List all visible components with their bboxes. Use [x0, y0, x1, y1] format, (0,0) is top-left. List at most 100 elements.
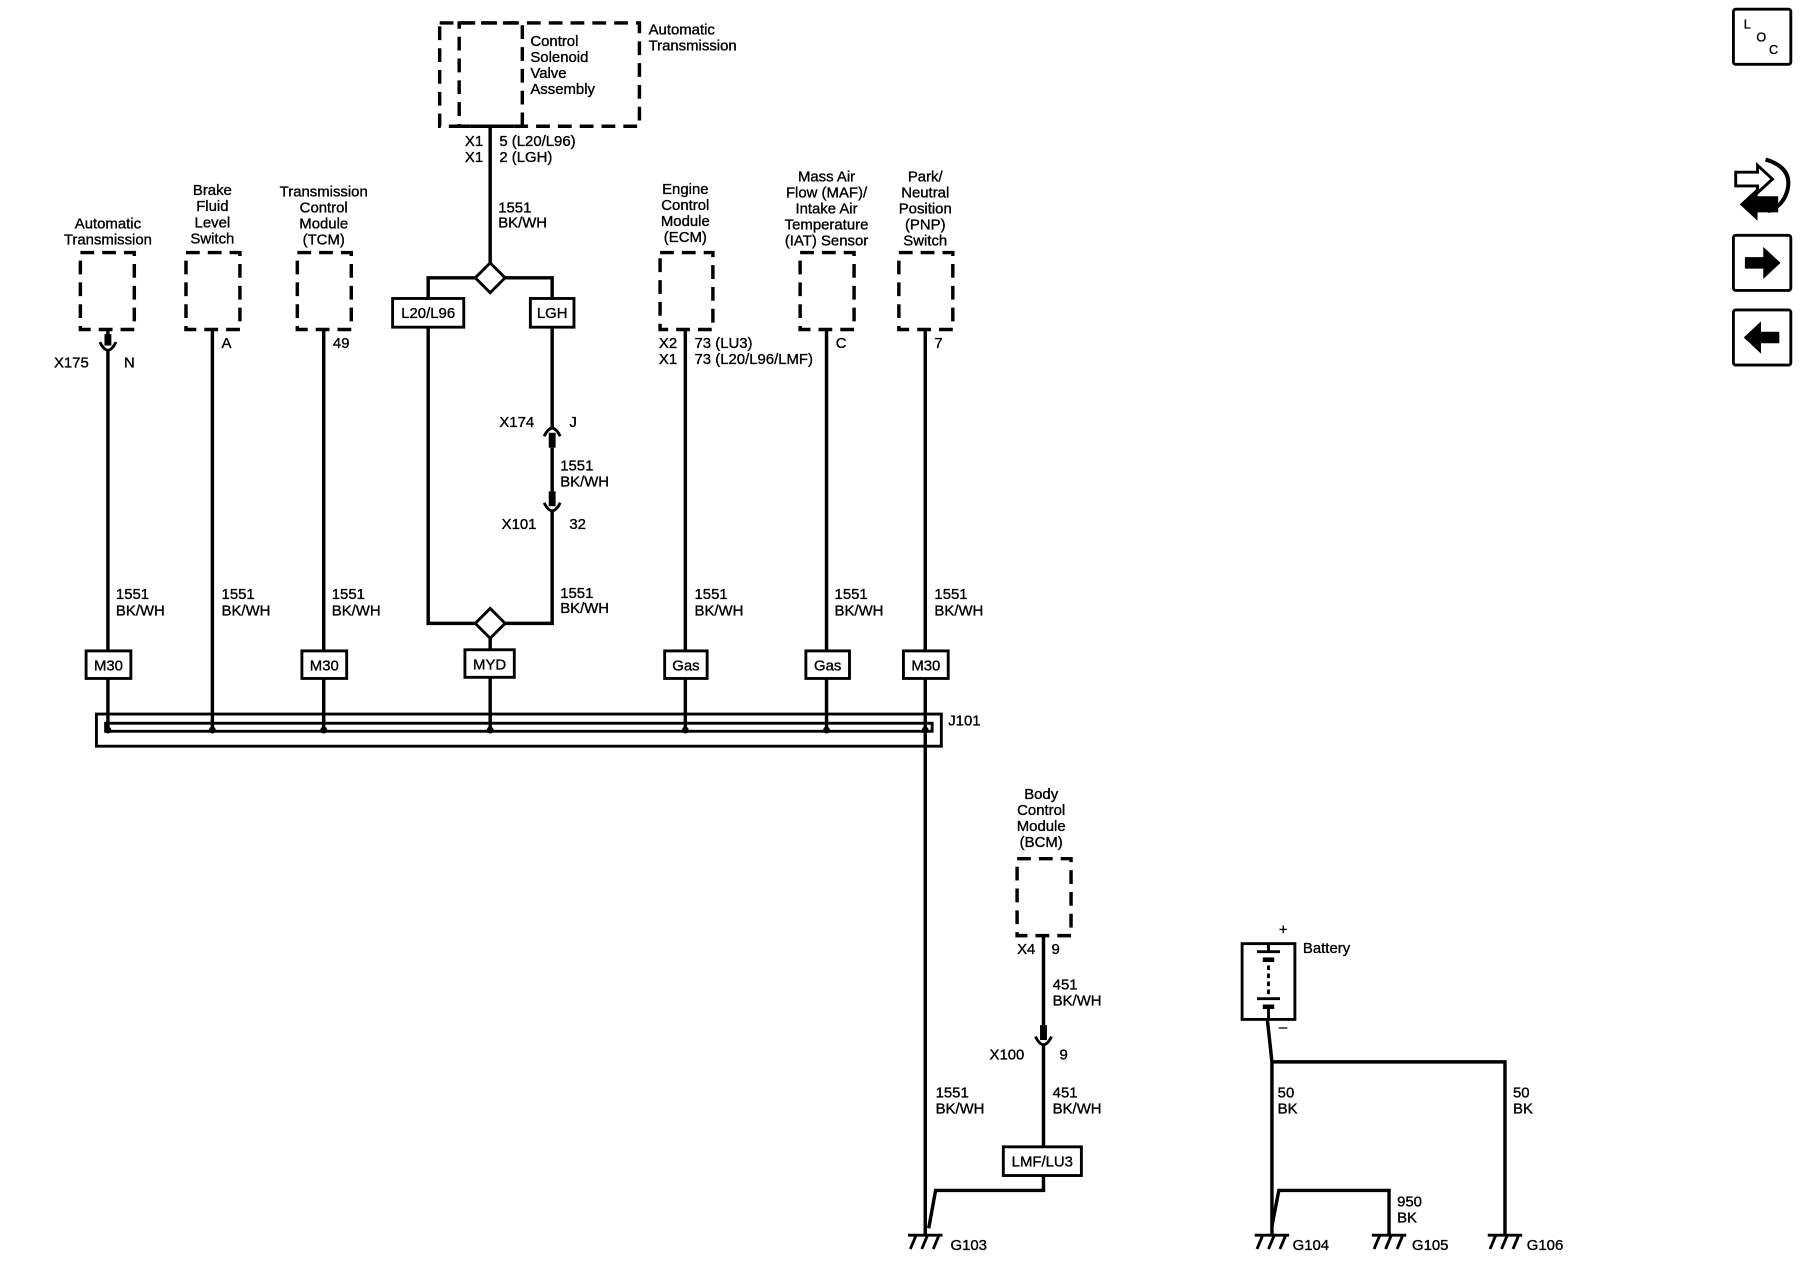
wire-brake-circuit: 1551: [222, 586, 255, 603]
option-label-l20-l96: L20/L96: [401, 305, 455, 322]
option-label-tcm: M30: [310, 657, 339, 674]
ecm-name-line-2: Control: [661, 197, 709, 214]
tcm-name-line-3: Module: [299, 215, 348, 232]
j101-label: J101: [948, 713, 980, 730]
j101-node-maf: [823, 726, 830, 734]
service-info-icon[interactable]: [1734, 157, 1791, 221]
bcm-component: Body Control Module (BCM) X4 9: [1015, 786, 1073, 958]
wire-splice-left: [426, 276, 476, 299]
location-button[interactable]: L O C: [1731, 7, 1793, 66]
wire-battery-g104-color: BK: [1278, 1101, 1298, 1118]
automatic-transmission-outline: [437, 21, 642, 128]
ground-label-g104: G104: [1293, 1237, 1329, 1254]
auto-trans-name-line-1: Automatic: [75, 215, 142, 232]
option-box-myd: [463, 648, 516, 679]
ecm-connector-2: X1: [659, 351, 677, 368]
wire-battery-g106-color: BK: [1513, 1101, 1533, 1118]
ground-g104: [1254, 1233, 1290, 1250]
bcm-name-line-3: Module: [1017, 818, 1066, 835]
wire-battery-to-g106: [1271, 1060, 1507, 1236]
maf-iat-sensor-component: Mass Air Flow (MAF)/ Intake Air Temperat…: [785, 168, 869, 352]
pnp-name-line-1: Park/: [908, 168, 944, 185]
maf-name-line-1: Mass Air: [798, 168, 855, 185]
wire-lgh-lower-circuit: 1551: [560, 585, 593, 602]
tcm-name-line-2: Control: [300, 199, 348, 216]
wire-lgh-lower: [505, 510, 554, 626]
maf-name-line-4: Temperature: [785, 217, 869, 234]
location-letter-o: O: [1756, 30, 1766, 44]
pnp-name-line-3: Position: [899, 201, 952, 218]
j101-bus-bar: [104, 721, 934, 733]
tcm-component: Transmission Control Module (TCM) 49: [280, 183, 368, 352]
wire-battery-g106-circuit: 50: [1513, 1084, 1530, 1101]
pnp-name-line-4: (PNP): [905, 217, 946, 234]
location-letter-c: C: [1769, 43, 1778, 57]
x174-pin: J: [569, 414, 576, 431]
battery-positive-sign: +: [1279, 921, 1288, 938]
wire-tcm-color: BK/WH: [332, 602, 381, 619]
previous-page-button[interactable]: [1731, 308, 1793, 367]
tcm-name-line-1: Transmission: [280, 183, 368, 200]
x101-label: X101: [502, 516, 537, 533]
wire-auto-trans-circuit: 1551: [116, 586, 149, 603]
x174-label: X174: [499, 414, 534, 431]
j101-node-tcm: [320, 726, 328, 734]
pnp-pin: 7: [934, 335, 942, 352]
ecm-name-line-3: Module: [661, 213, 710, 230]
ecm-pin-1: 73 (LU3): [695, 335, 753, 352]
service-hook: [1764, 157, 1791, 214]
ground-label-g105: G105: [1412, 1237, 1448, 1254]
tcm-name-line-4: (TCM): [303, 232, 345, 249]
left-arrow-icon[interactable]: [1743, 321, 1780, 354]
maf-outline: [798, 250, 856, 332]
pnp-name-line-5: Switch: [903, 233, 947, 250]
wire-brake-color: BK/WH: [222, 602, 271, 619]
bcm-connector: X4: [1017, 941, 1035, 958]
x100-pin: 9: [1060, 1047, 1068, 1064]
location-icon[interactable]: [1731, 7, 1793, 66]
wire-g105-to-g104: [1270, 1188, 1391, 1236]
inline-connector-x175: X175 N: [54, 334, 135, 372]
brake-name-line-4: Switch: [190, 230, 234, 247]
ecm-name-line-4: (ECM): [664, 229, 707, 246]
location-letter-l: L: [1744, 18, 1751, 32]
ground-symbol-g103: [908, 1233, 943, 1250]
j101-node-solenoid: [486, 726, 494, 734]
next-page-button[interactable]: [1731, 233, 1793, 292]
x175-label: X175: [54, 354, 89, 371]
bcm-outline: [1015, 856, 1073, 938]
pnp-outline: [897, 250, 955, 332]
bcm-name-line-2: Control: [1017, 802, 1065, 819]
splice-pack-j101: J101: [94, 712, 981, 748]
wire-bcm-to-g103: [927, 1175, 1046, 1229]
inline-connector-x100: X100 9: [989, 1025, 1068, 1064]
pnp-name-line-2: Neutral: [901, 184, 949, 201]
brake-switch-pin: A: [222, 335, 232, 352]
wire-ecm-circuit: 1551: [695, 586, 728, 603]
wire-bcm-lower-circuit: 451: [1053, 1084, 1078, 1101]
ground-symbol-g104: [1254, 1233, 1290, 1250]
solenoid-assembly-outline: [457, 21, 525, 128]
brake-name-line-1: Brake: [193, 182, 232, 199]
option-splice-lower: [473, 606, 508, 641]
wire-battery-g104-circuit: 50: [1278, 1084, 1295, 1101]
tcm-pin: 49: [333, 335, 350, 352]
option-label-bcm: LMF/LU3: [1012, 1153, 1073, 1170]
j101-node-auto-trans: [104, 726, 112, 734]
option-label-ecm: Gas: [672, 657, 699, 674]
right-arrow-icon[interactable]: [1744, 246, 1781, 279]
wire-battery-to-g104: [1265, 1019, 1274, 1236]
j101-outer-frame: [94, 712, 943, 748]
wire-bcm-upper-color: BK/WH: [1053, 993, 1102, 1010]
option-label-lgh: LGH: [537, 305, 568, 322]
wire-auto-trans-color: BK/WH: [116, 602, 165, 619]
solenoid-pin-1: 5 (L20/L96): [499, 133, 575, 150]
x175-pin: N: [124, 354, 135, 371]
wire-maf-color: BK/WH: [835, 602, 884, 619]
wire-splice-right: [505, 276, 554, 299]
automatic-transmission-component: Automatic Transmission: [64, 215, 152, 332]
service-info-button[interactable]: [1734, 157, 1791, 221]
option-label-myd: MYD: [473, 656, 506, 673]
maf-name-line-3: Intake Air: [795, 201, 857, 218]
option-label-pnp: M30: [911, 657, 940, 674]
